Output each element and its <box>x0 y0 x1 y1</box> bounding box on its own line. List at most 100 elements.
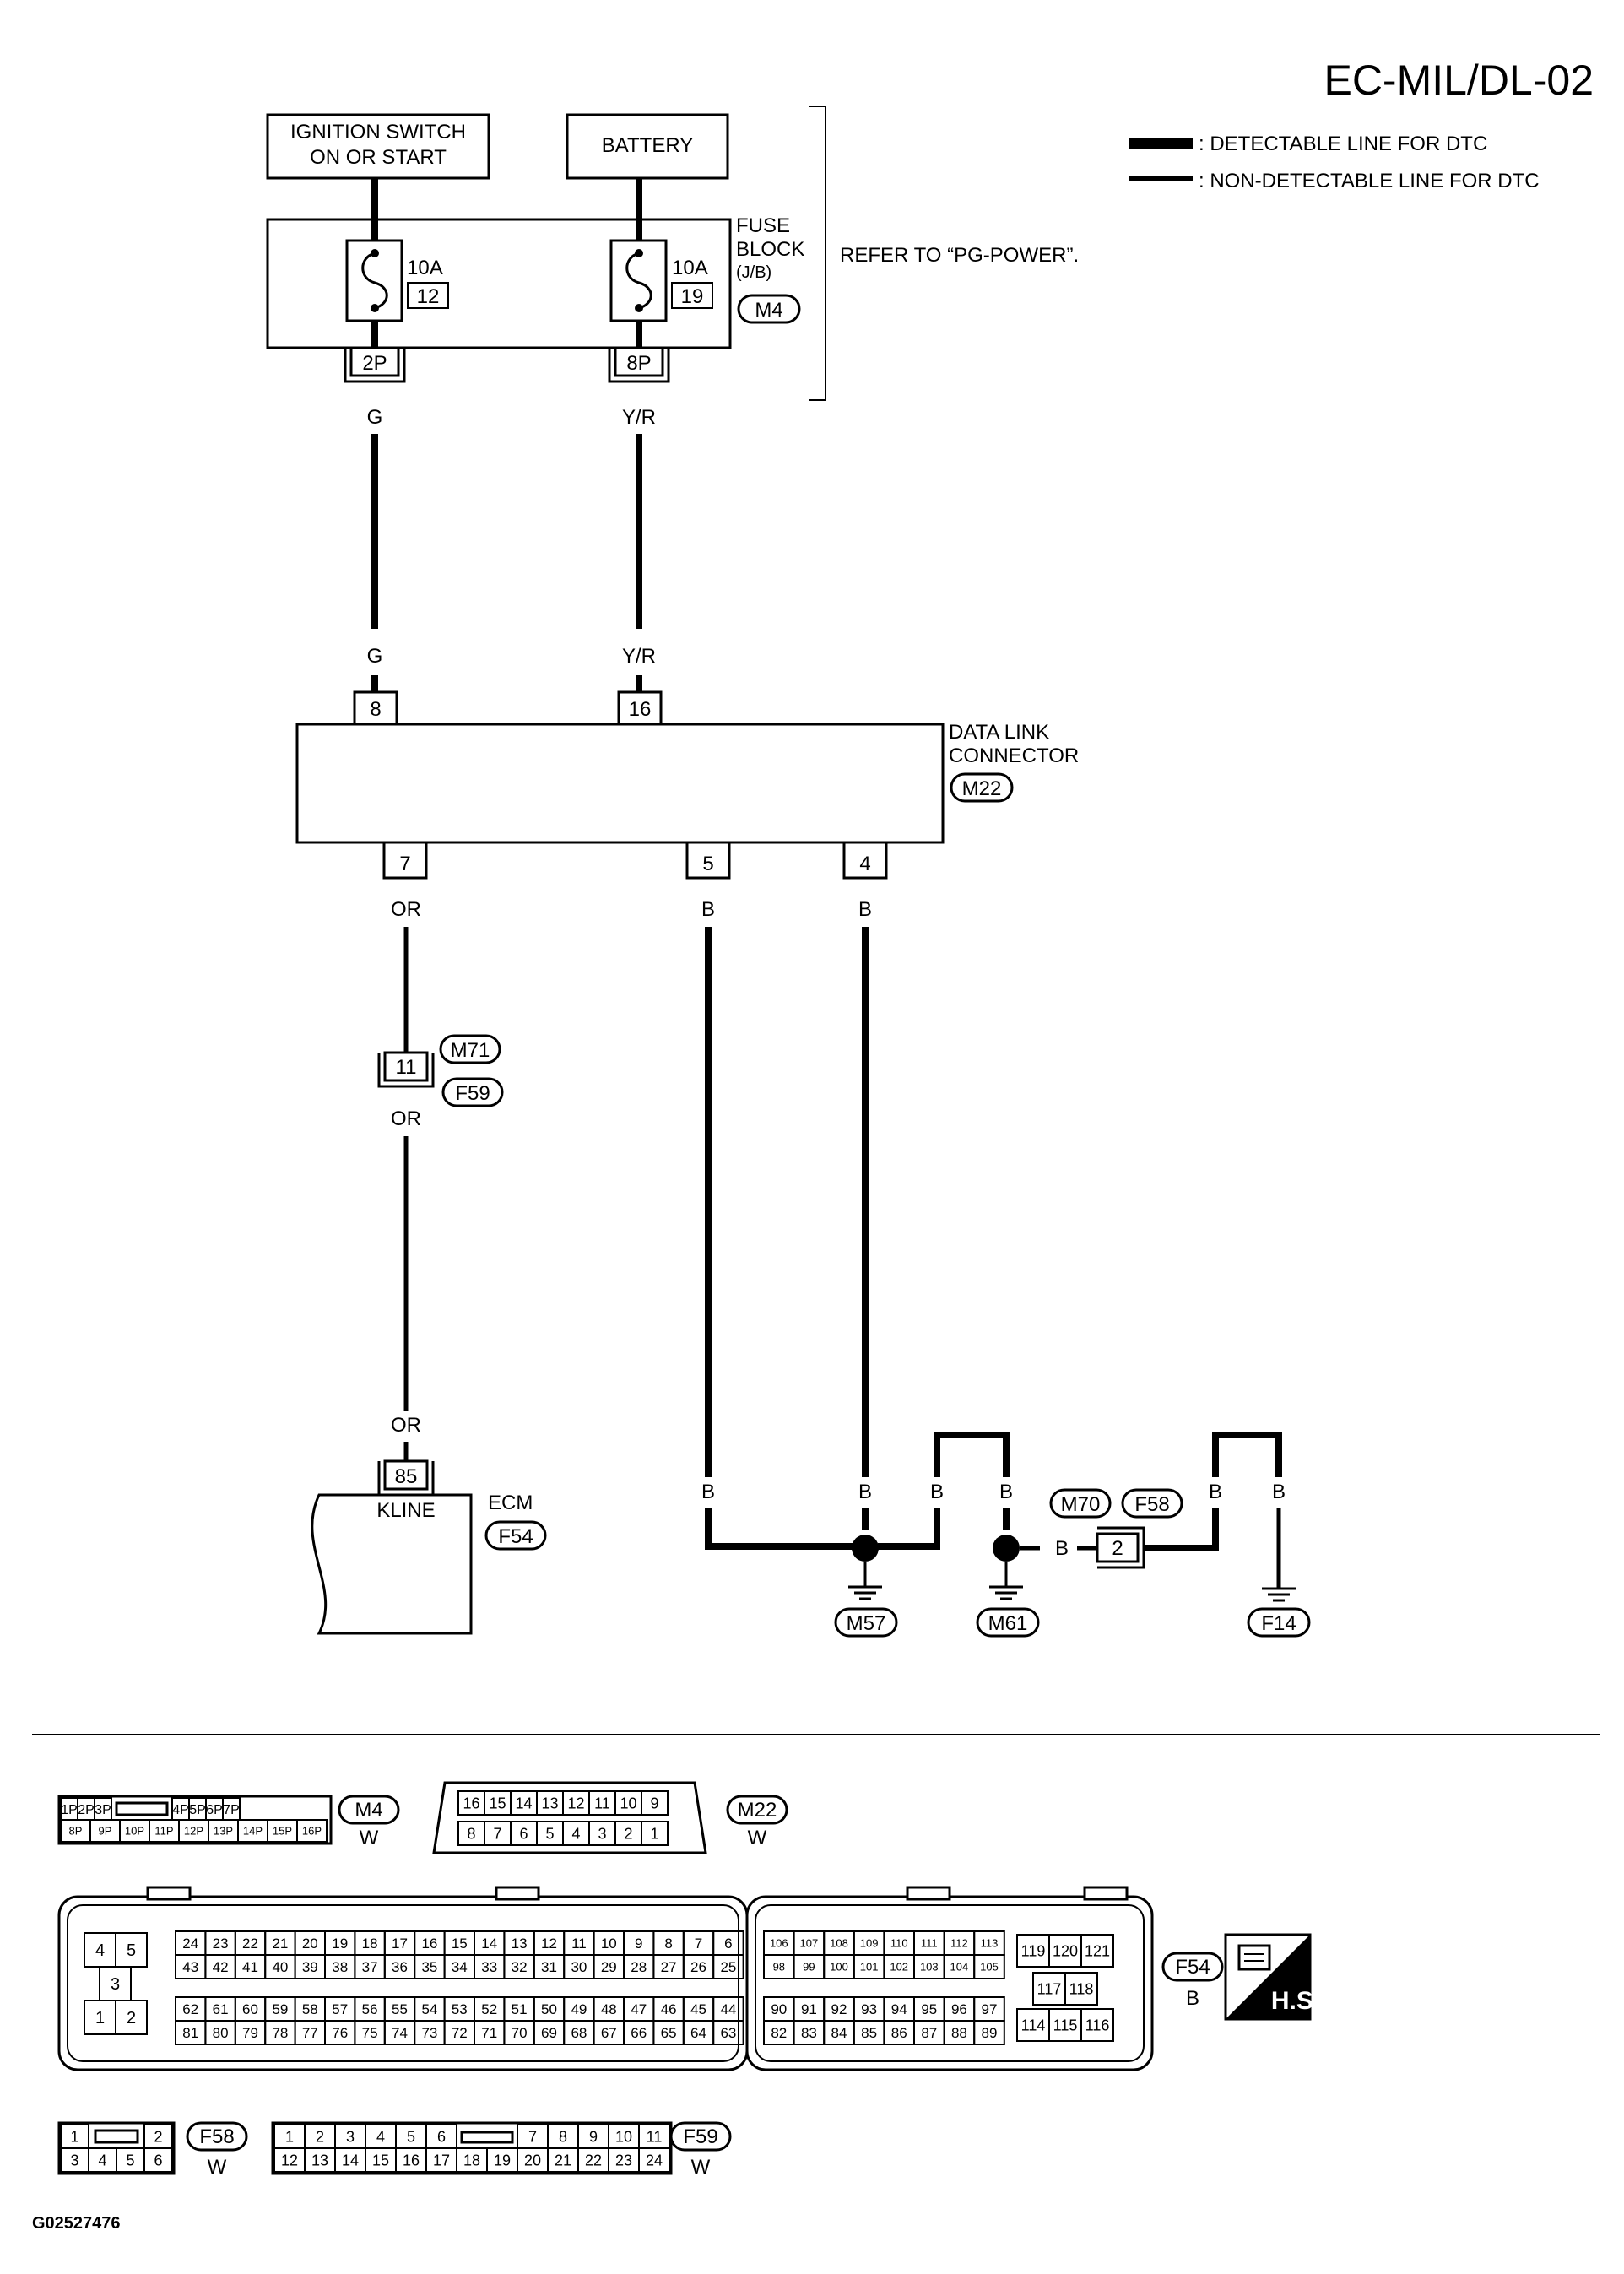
pin-cell: 82 <box>763 2020 795 2045</box>
pin-cell: 12 <box>273 2147 306 2173</box>
pin-number: 12 <box>567 1795 584 1811</box>
refer-to-pg-power: REFER TO “PG-POWER”. <box>840 244 1079 267</box>
pin-number: 2P <box>78 1803 95 1817</box>
dlc-pin-5: 5 <box>685 842 731 880</box>
pin-number: 9 <box>635 1936 642 1952</box>
pin-number: 121 <box>1085 1942 1110 1959</box>
pin-cell: 63 <box>712 2020 744 2045</box>
pin-cell: 28 <box>623 1954 655 1979</box>
pin-8p-label: 8P <box>626 352 651 375</box>
pin-number: 81 <box>182 2025 198 2041</box>
pin-cell: 7 <box>517 2124 549 2149</box>
dlc-pin-4: 4 <box>842 842 888 880</box>
connector-id-label: F54 <box>1175 1956 1210 1979</box>
pin-number: 7P <box>223 1803 240 1817</box>
pin-number: 29 <box>601 1959 617 1975</box>
pin-cell: 15 <box>484 1790 512 1816</box>
pin-number: 1 <box>95 2009 105 2028</box>
pin-cell: 10 <box>608 2124 640 2149</box>
pin-cell: 5 <box>115 1932 148 1968</box>
pin-number: 40 <box>272 1959 288 1975</box>
connector-id-label: F58 <box>199 2125 234 2148</box>
pin-number: 48 <box>601 2001 617 2017</box>
pin-cell: 9 <box>623 1930 655 1956</box>
pin-number: 68 <box>571 2025 587 2041</box>
pin-number: 35 <box>421 1959 437 1975</box>
connector-id-label: F59 <box>683 2125 717 2148</box>
pin-cell: 73 <box>414 2020 446 2045</box>
dlc-pin-16: 16 <box>617 675 663 724</box>
pin-cell: 47 <box>623 1996 655 2022</box>
pin-cell: 24 <box>175 1930 207 1956</box>
pin-cell: 74 <box>383 2020 416 2045</box>
pin-number: 57 <box>332 2001 348 2017</box>
pin-number: 1 <box>70 2128 78 2145</box>
pin-cell: 17 <box>425 2147 457 2173</box>
pin-cell: 46 <box>652 1996 685 2022</box>
pin-number: 27 <box>661 1959 677 1975</box>
pin-number: 19 <box>332 1936 348 1952</box>
pin-number: 37 <box>362 1959 378 1975</box>
pin-cell: 55 <box>383 1996 416 2022</box>
pin-number: 88 <box>951 2025 967 2041</box>
pin-number: 90 <box>771 2001 787 2017</box>
pin-number: 56 <box>362 2001 378 2017</box>
connector-color-label: W <box>360 1827 379 1849</box>
pin-cell: 4 <box>365 2124 397 2149</box>
pin-number: 1P <box>61 1803 78 1817</box>
pin-number: 7 <box>528 2128 537 2145</box>
pin-number: 104 <box>950 1961 969 1974</box>
pin-cell: 80 <box>204 2020 236 2045</box>
pin-number: 109 <box>860 1937 879 1950</box>
pin-number: 76 <box>332 2025 348 2041</box>
pin-cell: 2 <box>115 2000 148 2035</box>
pin-cell: 61 <box>204 1996 236 2022</box>
pin-cell: 10 <box>614 1790 642 1816</box>
pin-number: 75 <box>362 2025 378 2041</box>
pin-cell: 31 <box>533 1954 566 1979</box>
pin-number: 77 <box>302 2025 318 2041</box>
pin-number: 7 <box>493 1825 501 1842</box>
dlc-pin-7-label: 7 <box>399 853 410 875</box>
pin-cell: 1P <box>60 1797 78 1821</box>
connector-color-label: B <box>1186 1987 1199 2010</box>
pin-cell: 14 <box>474 1930 506 1956</box>
pin-number: 103 <box>920 1961 939 1974</box>
pin-number: 85 <box>861 2025 877 2041</box>
pin-cell: 11 <box>563 1930 595 1956</box>
wire-b-label-f: B <box>1272 1481 1286 1503</box>
pin-cell: 8P <box>60 1819 91 1843</box>
pin-cell: 59 <box>264 1996 296 2022</box>
pin-cell: 9 <box>641 1790 669 1816</box>
pin-cell: 48 <box>593 1996 625 2022</box>
pin-number: 97 <box>982 2001 998 2017</box>
pin-number: 28 <box>631 1959 647 1975</box>
fuse-12-icon <box>345 239 403 322</box>
pin-cell: 1 <box>273 2124 306 2149</box>
pin-number: 113 <box>981 1937 999 1950</box>
wire-b-label-e: B <box>1209 1481 1222 1503</box>
pin-number: 20 <box>524 2152 541 2168</box>
pin-number: 71 <box>481 2025 497 2041</box>
pin-number: 58 <box>302 2001 318 2017</box>
pin-number: 33 <box>481 1959 497 1975</box>
pin-cell: 111 <box>913 1930 945 1956</box>
pin-cell: 15 <box>443 1930 475 1956</box>
pin-number: 11 <box>647 2128 663 2145</box>
pin-number: 6 <box>154 2152 162 2168</box>
pin-cell: 66 <box>623 2020 655 2045</box>
pin-cell: 101 <box>853 1954 885 1979</box>
pin-number: 70 <box>512 2025 528 2041</box>
pin-cell: 1 <box>641 1821 669 1846</box>
pin-cell: 6 <box>143 2147 173 2173</box>
legend-nondetectable-label: : NON-DETECTABLE LINE FOR DTC <box>1199 170 1540 192</box>
pin-number: 3 <box>111 1975 120 1994</box>
pin-cell: 1 <box>84 2000 116 2035</box>
pin-cell: 11 <box>638 2124 670 2149</box>
pin-number: 25 <box>720 1959 736 1975</box>
pin-number: 54 <box>421 2001 437 2017</box>
fuse-block-label-2: BLOCK <box>736 238 804 261</box>
pin-number: 32 <box>512 1959 528 1975</box>
dlc-pin-8: 8 <box>353 675 398 724</box>
